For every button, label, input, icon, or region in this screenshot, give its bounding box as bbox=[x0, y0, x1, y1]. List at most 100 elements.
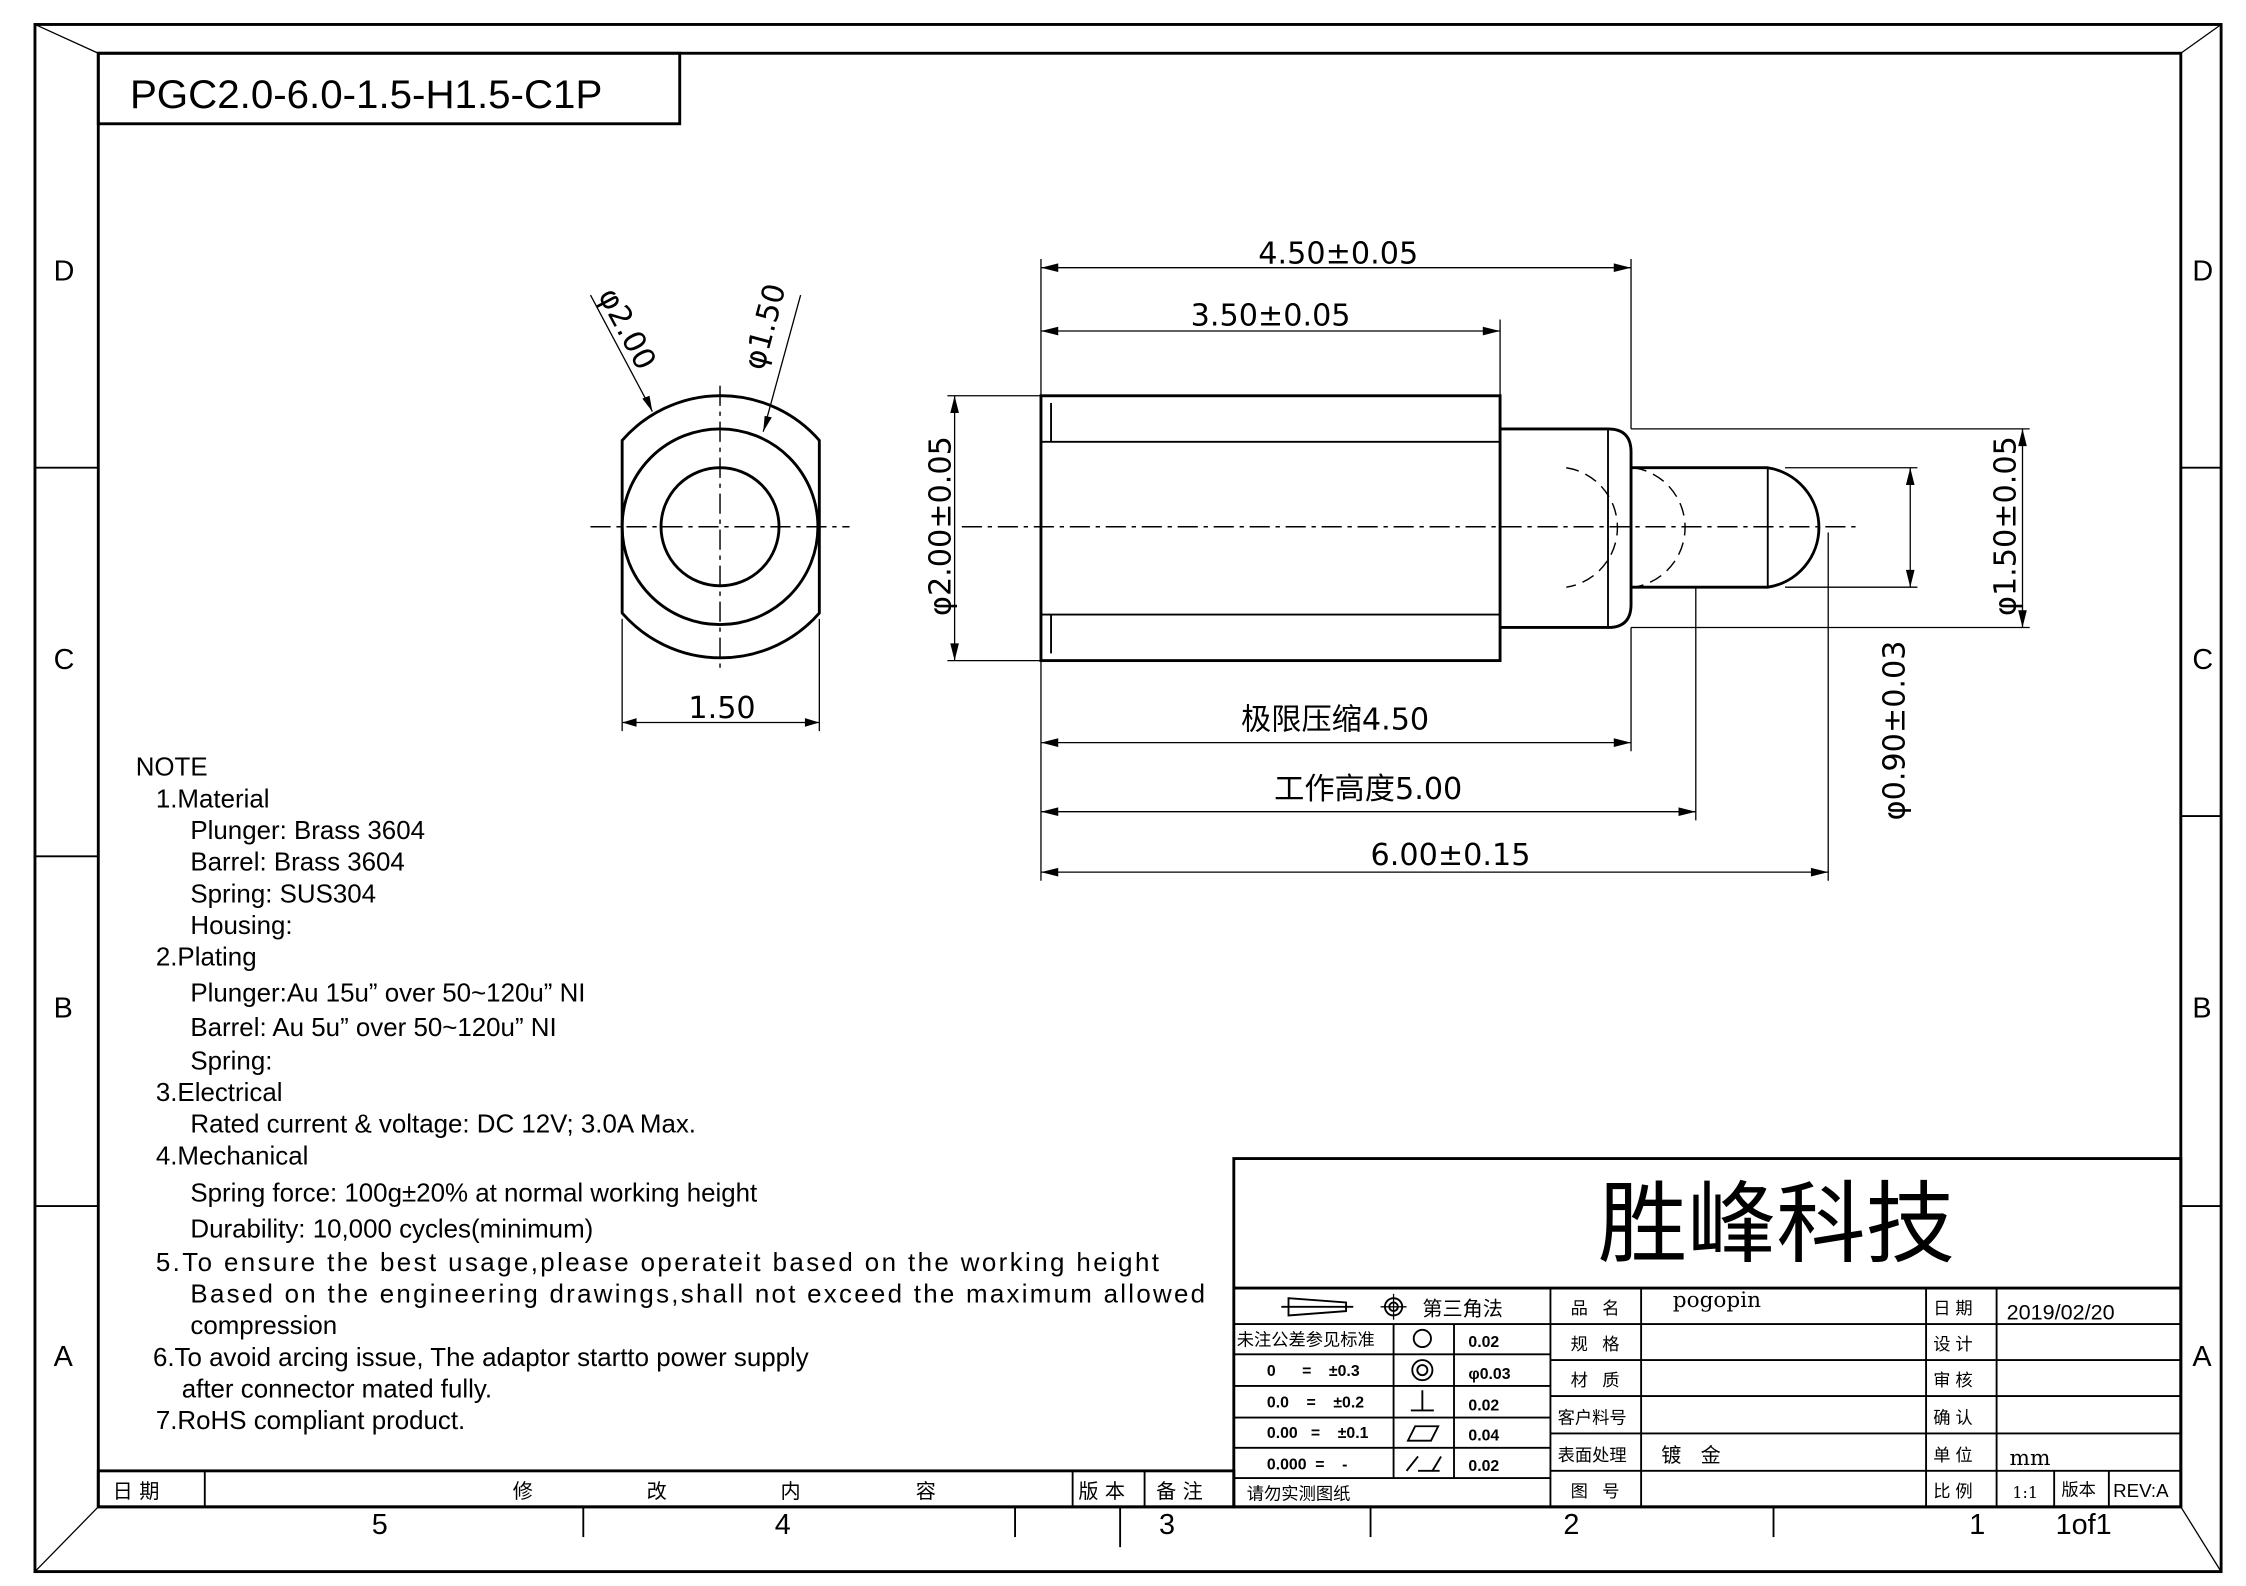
zone-row-label: C bbox=[54, 644, 75, 676]
field-value-unit: mm bbox=[2010, 1446, 2051, 1471]
field-label: 比 例 bbox=[1933, 1481, 1972, 1501]
front-view: 1.50 φ2.00 φ1.50 bbox=[589, 280, 850, 732]
tolerance-range: 0.00 = ±0.1 bbox=[1267, 1425, 1369, 1442]
projection-method: 第三角法 bbox=[1422, 1296, 1503, 1320]
dim-front-width: 1.50 bbox=[688, 691, 755, 726]
field-label: 材 质 bbox=[1571, 1370, 1620, 1390]
dim-barrel-length: 3.50±0.05 bbox=[1191, 298, 1351, 333]
field-label: 图 号 bbox=[1571, 1481, 1620, 1501]
concentricity-icon bbox=[1411, 1359, 1434, 1382]
note-line: 3.Electrical bbox=[156, 1079, 283, 1107]
zone-col-label: 4 bbox=[775, 1509, 791, 1541]
zone-row-label: B bbox=[54, 993, 73, 1025]
projection-symbol-icon bbox=[1281, 1293, 1407, 1320]
dim-head-diameter: φ1.50±0.05 bbox=[1988, 436, 2023, 616]
note-line: Barrel: Brass 3604 bbox=[190, 849, 404, 877]
perpendicularity-icon bbox=[1410, 1390, 1434, 1412]
dim-front-outer-dia: φ2.00 bbox=[591, 282, 663, 375]
outer-border bbox=[33, 23, 2223, 1574]
version-label: 版本 bbox=[2061, 1479, 2096, 1499]
note-line: Plunger: Brass 3604 bbox=[190, 817, 425, 845]
dim-overall-barrel: 4.50±0.05 bbox=[1258, 236, 1418, 271]
tolerance-value: 0.04 bbox=[1468, 1428, 1499, 1445]
parallelism-icon bbox=[1405, 1455, 1442, 1472]
field-label: 表面处理 bbox=[1558, 1445, 1627, 1465]
tolerance-value: 0.02 bbox=[1468, 1334, 1499, 1351]
outer-profile bbox=[620, 394, 821, 660]
rev-content-header: 修 bbox=[513, 1479, 533, 1503]
note-line: Based on the engineering drawings,shall … bbox=[190, 1280, 1205, 1308]
title-block: 胜峰科技 第三角法 未注公差参见标准 0 = ±0.3 0.0 = ±0.2 0… bbox=[1232, 1157, 2183, 1509]
circularity-icon bbox=[1412, 1328, 1432, 1349]
rev-remark-header: 备 注 bbox=[1156, 1479, 1203, 1503]
dim-barrel-diameter: φ2.00±0.05 bbox=[923, 436, 958, 616]
field-label: 日 期 bbox=[1933, 1298, 1972, 1318]
field-label: 品 名 bbox=[1571, 1298, 1620, 1318]
rev-content-header: 内 bbox=[780, 1479, 800, 1503]
dim-max-compression: 极限压缩4.50 bbox=[1241, 703, 1429, 738]
field-value-date: 2019/02/20 bbox=[2007, 1300, 2115, 1325]
dim-total-length: 6.00±0.15 bbox=[1371, 838, 1531, 873]
zone-row-label: B bbox=[2192, 993, 2211, 1025]
field-label: 客户料号 bbox=[1558, 1407, 1627, 1427]
do-not-measure-note: 请勿实测图纸 bbox=[1247, 1485, 1351, 1505]
rev-date-header: 日 期 bbox=[113, 1479, 160, 1503]
tolerance-range: 0.0 = ±0.2 bbox=[1267, 1395, 1364, 1412]
tolerance-value: φ0.03 bbox=[1468, 1366, 1510, 1383]
drawing-title: PGC2.0-6.0-1.5-H1.5-C1P bbox=[130, 72, 602, 117]
corner-diagonals bbox=[34, 23, 2222, 1573]
zone-row-label: D bbox=[54, 256, 75, 288]
rev-content-header: 改 bbox=[647, 1479, 667, 1503]
side-view: 4.50±0.05 3.50±0.05 φ2.00±0.05 φ1.50±0.0… bbox=[923, 236, 2030, 881]
note-line: Spring: SUS304 bbox=[190, 880, 376, 908]
note-line: Plunger:Au 15u” over 50~120u” NI bbox=[190, 980, 585, 1008]
field-label: 审 核 bbox=[1933, 1370, 1972, 1390]
tolerance-value: 0.02 bbox=[1468, 1397, 1499, 1414]
zone-row-label: C bbox=[2192, 644, 2213, 676]
zone-col-label: 1 bbox=[1969, 1509, 1985, 1541]
field-label: 设 计 bbox=[1933, 1334, 1972, 1354]
zone-col-label: 3 bbox=[1159, 1509, 1175, 1541]
zone-col-label: 2 bbox=[1563, 1509, 1579, 1541]
field-value-scale: 1:1 bbox=[2012, 1483, 2037, 1502]
revision-value: REV:A bbox=[2113, 1480, 2169, 1501]
zone-col-label: 5 bbox=[372, 1509, 388, 1541]
plunger-head bbox=[1500, 427, 1633, 629]
sheet-number: 1of1 bbox=[2056, 1509, 2112, 1541]
note-line: Housing: bbox=[190, 912, 292, 940]
field-label: 确 认 bbox=[1933, 1407, 1972, 1427]
note-line: 1.Material bbox=[156, 785, 270, 813]
flatness-icon bbox=[1406, 1425, 1440, 1442]
note-line: Barrel: Au 5u” over 50~120u” NI bbox=[190, 1014, 556, 1042]
rev-version-header: 版 本 bbox=[1078, 1479, 1125, 1503]
zone-row-label: A bbox=[54, 1341, 74, 1373]
note-line: after connector mated fully. bbox=[182, 1375, 492, 1403]
tolerance-range: 0.000 = - bbox=[1267, 1456, 1348, 1473]
dim-front-inner-dia: φ1.50 bbox=[737, 280, 793, 373]
dim-tip-diameter: φ0.90±0.03 bbox=[1877, 641, 1912, 821]
rev-content-header: 容 bbox=[916, 1479, 936, 1503]
tolerance-heading: 未注公差参见标准 bbox=[1237, 1331, 1375, 1351]
field-value-product-name: pogopin bbox=[1673, 1288, 1761, 1313]
tolerance-value: 0.02 bbox=[1468, 1458, 1499, 1475]
notes-heading: NOTE bbox=[136, 754, 208, 782]
note-line: 2.Plating bbox=[156, 944, 257, 972]
note-line: Rated current & voltage: DC 12V; 3.0A Ma… bbox=[190, 1111, 696, 1139]
note-line: Durability: 10,000 cycles(minimum) bbox=[190, 1216, 593, 1244]
barrel bbox=[1039, 394, 1502, 663]
note-line: 5.To ensure the best usage,please operat… bbox=[156, 1249, 1159, 1277]
note-line: 4.Mechanical bbox=[156, 1142, 309, 1170]
field-label: 规 格 bbox=[1571, 1334, 1620, 1354]
field-value-surface-treatment: 镀 金 bbox=[1661, 1443, 1720, 1467]
dim-working-height: 工作高度5.00 bbox=[1274, 772, 1462, 807]
note-line: compression bbox=[190, 1312, 337, 1340]
note-line: 7.RoHS compliant product. bbox=[156, 1407, 465, 1435]
tolerance-range: 0 = ±0.3 bbox=[1267, 1363, 1360, 1380]
revision-table: 日 期 修 改 内 容 版 本 备 注 bbox=[96, 1469, 1236, 1509]
company-name: 胜峰科技 bbox=[1598, 1173, 1955, 1277]
note-line: Spring force: 100g±20% at normal working… bbox=[190, 1180, 757, 1208]
notes: NOTE 1.Material Plunger: Brass 3604 Barr… bbox=[136, 754, 1205, 1435]
zone-ticks bbox=[34, 466, 2222, 1548]
zone-row-label: D bbox=[2192, 256, 2213, 288]
